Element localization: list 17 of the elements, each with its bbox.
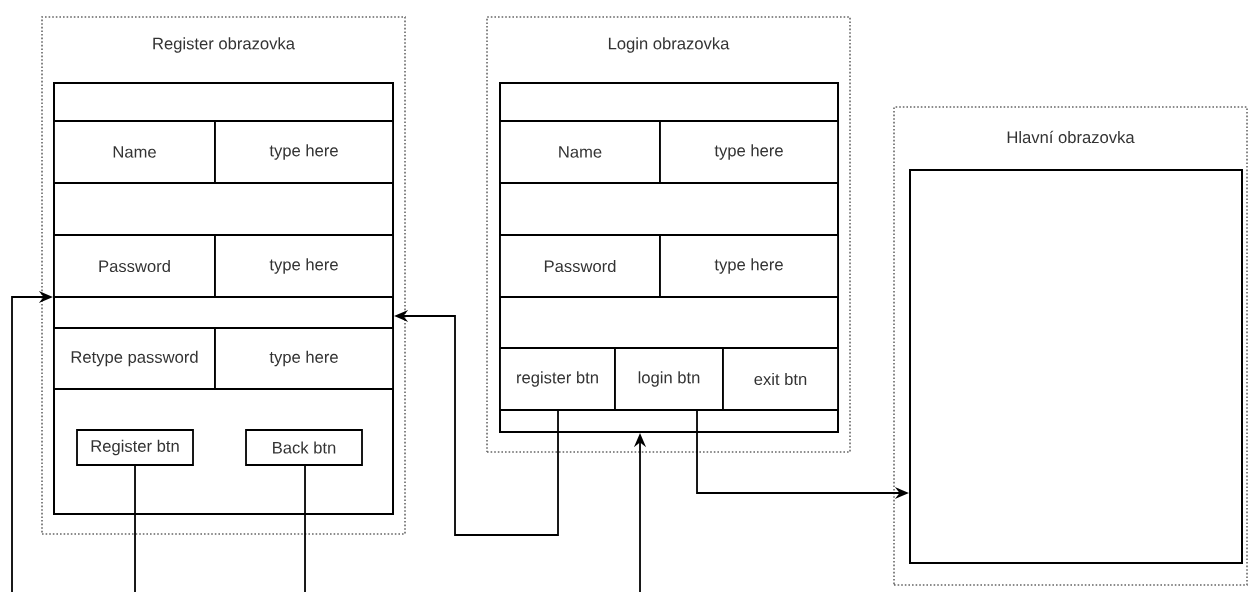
form-cell: type here — [214, 327, 394, 390]
form-cell: type here — [659, 120, 839, 184]
form-cell: Name — [53, 120, 216, 184]
screen-frame: Hlavní obrazovka — [893, 106, 1248, 586]
form-cell: Password — [53, 234, 216, 298]
button-box: Register btn — [76, 429, 194, 466]
form-cell: login btn — [614, 347, 724, 411]
form-cell: type here — [659, 234, 839, 298]
form-cell: type here — [214, 120, 394, 184]
form-cell: register btn — [499, 347, 616, 411]
form-cell: Retype password — [53, 327, 216, 390]
form-cell: exit btn — [722, 347, 839, 411]
form-cell: type here — [214, 234, 394, 298]
form-cell: Name — [499, 120, 661, 184]
button-box: Back btn — [245, 429, 363, 466]
screen-box — [909, 169, 1243, 564]
form-cell: Password — [499, 234, 661, 298]
